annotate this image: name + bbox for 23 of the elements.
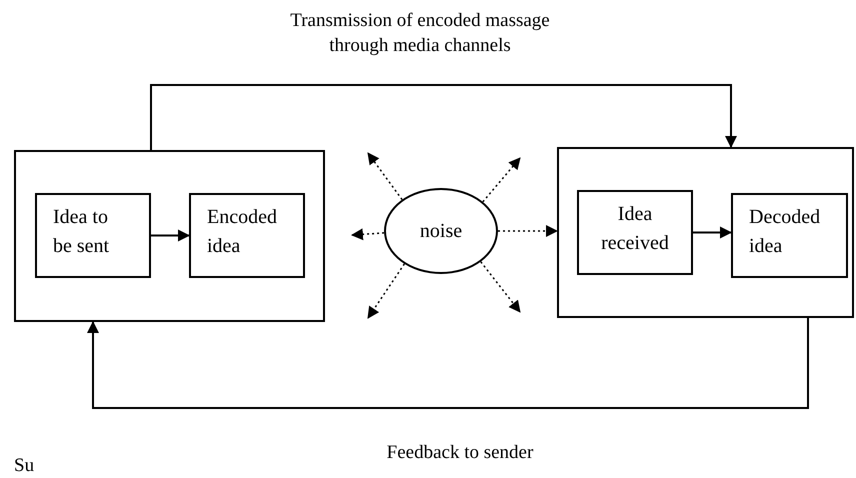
- note-text: Su: [14, 454, 34, 478]
- node-text: Idea to be sent: [52, 205, 110, 259]
- arrow: [150, 84, 737, 150]
- dotted-arrow: [498, 225, 558, 237]
- dotted-arrow: [351, 228, 384, 240]
- dotted-arrow: [482, 157, 521, 202]
- dotted-arrow: [367, 152, 403, 200]
- process-box: [189, 193, 305, 278]
- process-box: [577, 190, 693, 275]
- arrow: [87, 318, 809, 409]
- dotted-arrow: [367, 264, 405, 319]
- process-box: [731, 193, 848, 278]
- node-text: Idea received: [600, 202, 670, 256]
- dotted-arrow: [480, 261, 521, 313]
- node-text: Decoded idea: [748, 205, 822, 259]
- process-box: [35, 193, 151, 278]
- group-frame: [14, 150, 325, 322]
- arrow: [693, 226, 732, 238]
- noise-ellipse: [384, 188, 498, 274]
- node-text: Encoded idea: [206, 205, 278, 259]
- node-text: noise: [420, 218, 462, 244]
- group-frame: [557, 147, 854, 318]
- arrow: [151, 230, 190, 242]
